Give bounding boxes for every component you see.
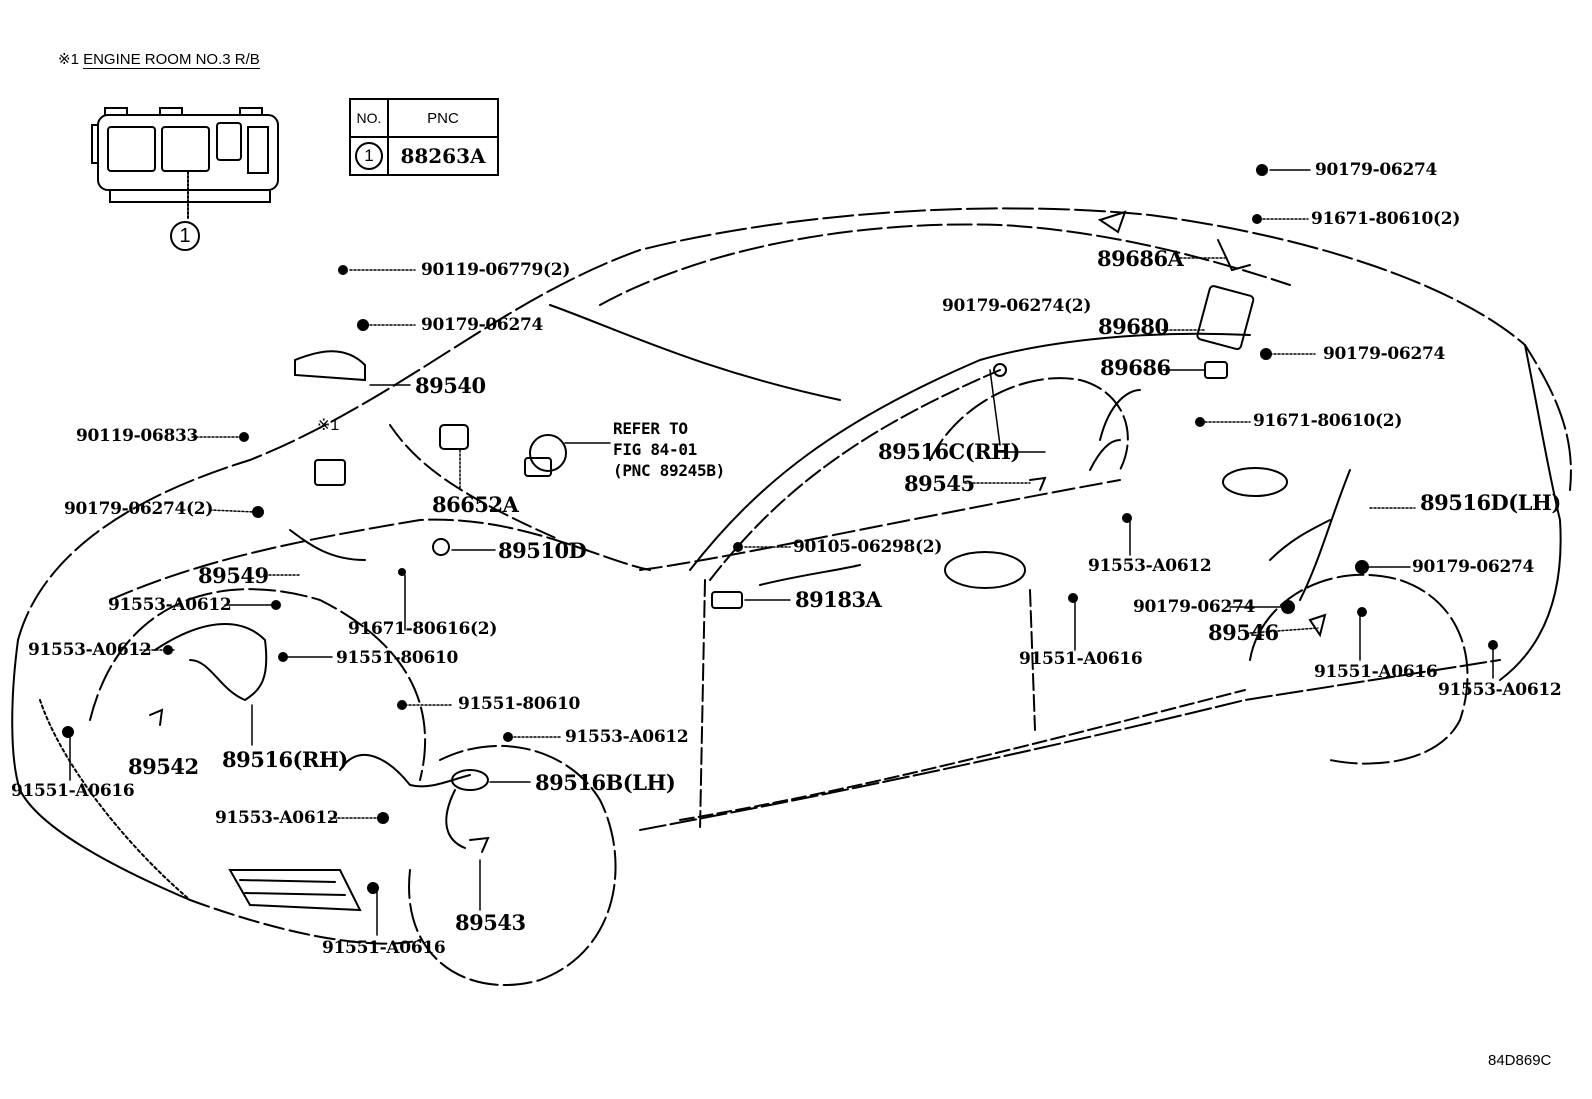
part-label[interactable]: 91553-A0612: [28, 640, 152, 660]
part-label[interactable]: 89549: [198, 563, 269, 588]
part-label[interactable]: 90179-06274: [1412, 557, 1535, 577]
part-label[interactable]: 91553-A0612: [1088, 556, 1212, 576]
part-label[interactable]: 91551-A0616: [11, 781, 135, 801]
relay-block-note-mark: ※1: [317, 417, 340, 434]
inset-title-text: ENGINE ROOM NO.3 R/B: [83, 51, 260, 69]
inset-title: ※1 ENGINE ROOM NO.3 R/B: [58, 50, 260, 69]
pnc-table-header: NO. PNC: [349, 98, 499, 138]
part-label[interactable]: 90179-06274: [1133, 597, 1256, 617]
part-label[interactable]: 90105-06298(2): [793, 537, 943, 557]
circled-number: 1: [355, 142, 383, 170]
part-label[interactable]: 89516D(LH): [1420, 490, 1561, 515]
small-parts: [62, 164, 1498, 894]
part-label[interactable]: 90179-06274: [1315, 160, 1438, 180]
pnc-table: NO. PNC 1 88263A: [349, 98, 499, 176]
car-body-outline: [11, 207, 1572, 986]
part-label[interactable]: 91671-80610(2): [1311, 209, 1461, 229]
part-label[interactable]: 90119-06833: [76, 426, 199, 446]
part-label[interactable]: 89510D: [498, 538, 587, 563]
part-label[interactable]: 89516C(RH): [878, 439, 1020, 464]
part-label[interactable]: 89516(RH): [222, 747, 348, 772]
part-label[interactable]: 91551-A0616: [1019, 649, 1143, 669]
part-label[interactable]: 90179-06274(2): [942, 296, 1092, 316]
part-label[interactable]: 89546: [1208, 620, 1279, 645]
pnc-header-pnc: PNC: [387, 98, 499, 138]
part-label[interactable]: 89686: [1100, 355, 1171, 380]
part-label[interactable]: 91553-A0612: [215, 808, 339, 828]
part-label[interactable]: 91551-A0616: [1314, 662, 1438, 682]
part-label[interactable]: 91551-A0616: [322, 938, 446, 958]
pnc-table-row: 1 88263A: [349, 136, 499, 176]
relay-block-drawing: [91, 107, 279, 221]
part-label[interactable]: 91553-A0612: [1438, 680, 1562, 700]
part-label[interactable]: 91671-80610(2): [1253, 411, 1403, 431]
part-label[interactable]: 91671-80616(2): [348, 619, 498, 639]
part-label[interactable]: 89542: [128, 754, 199, 779]
illustration-code: 84D869C: [1488, 1052, 1552, 1069]
part-label[interactable]: 91551-80610: [336, 648, 459, 668]
inset-title-mark: ※1: [58, 51, 79, 68]
part-label[interactable]: 91553-A0612: [565, 727, 689, 747]
relay-block-callout: 1: [170, 221, 200, 251]
component-shapes: [149, 210, 1351, 853]
pnc-row-no: 1: [349, 136, 389, 176]
part-label[interactable]: 89545: [904, 471, 975, 496]
pnc-row-value: 88263A: [387, 136, 499, 176]
part-label[interactable]: 89686A: [1097, 246, 1184, 271]
part-label[interactable]: 89183A: [795, 587, 882, 612]
part-label[interactable]: 89516B(LH): [535, 770, 676, 795]
part-label[interactable]: 90179-06274: [1323, 344, 1446, 364]
part-label[interactable]: 91553-A0612: [108, 595, 232, 615]
part-label[interactable]: 90179-06274(2): [64, 499, 214, 519]
part-label[interactable]: 89680: [1098, 314, 1169, 339]
pnc-header-no: NO.: [349, 98, 389, 138]
part-label[interactable]: 91551-80610: [458, 694, 581, 714]
leader-lines: [69, 169, 1494, 936]
part-label[interactable]: 86652A: [432, 492, 519, 517]
part-label[interactable]: 90179-06274: [421, 315, 544, 335]
refer-to-note[interactable]: REFER TO FIG 84-01 (PNC 89245B): [613, 419, 725, 480]
part-label[interactable]: 90119-06779(2): [421, 260, 571, 280]
part-label[interactable]: 89543: [455, 910, 526, 935]
part-label[interactable]: 89540: [415, 373, 486, 398]
